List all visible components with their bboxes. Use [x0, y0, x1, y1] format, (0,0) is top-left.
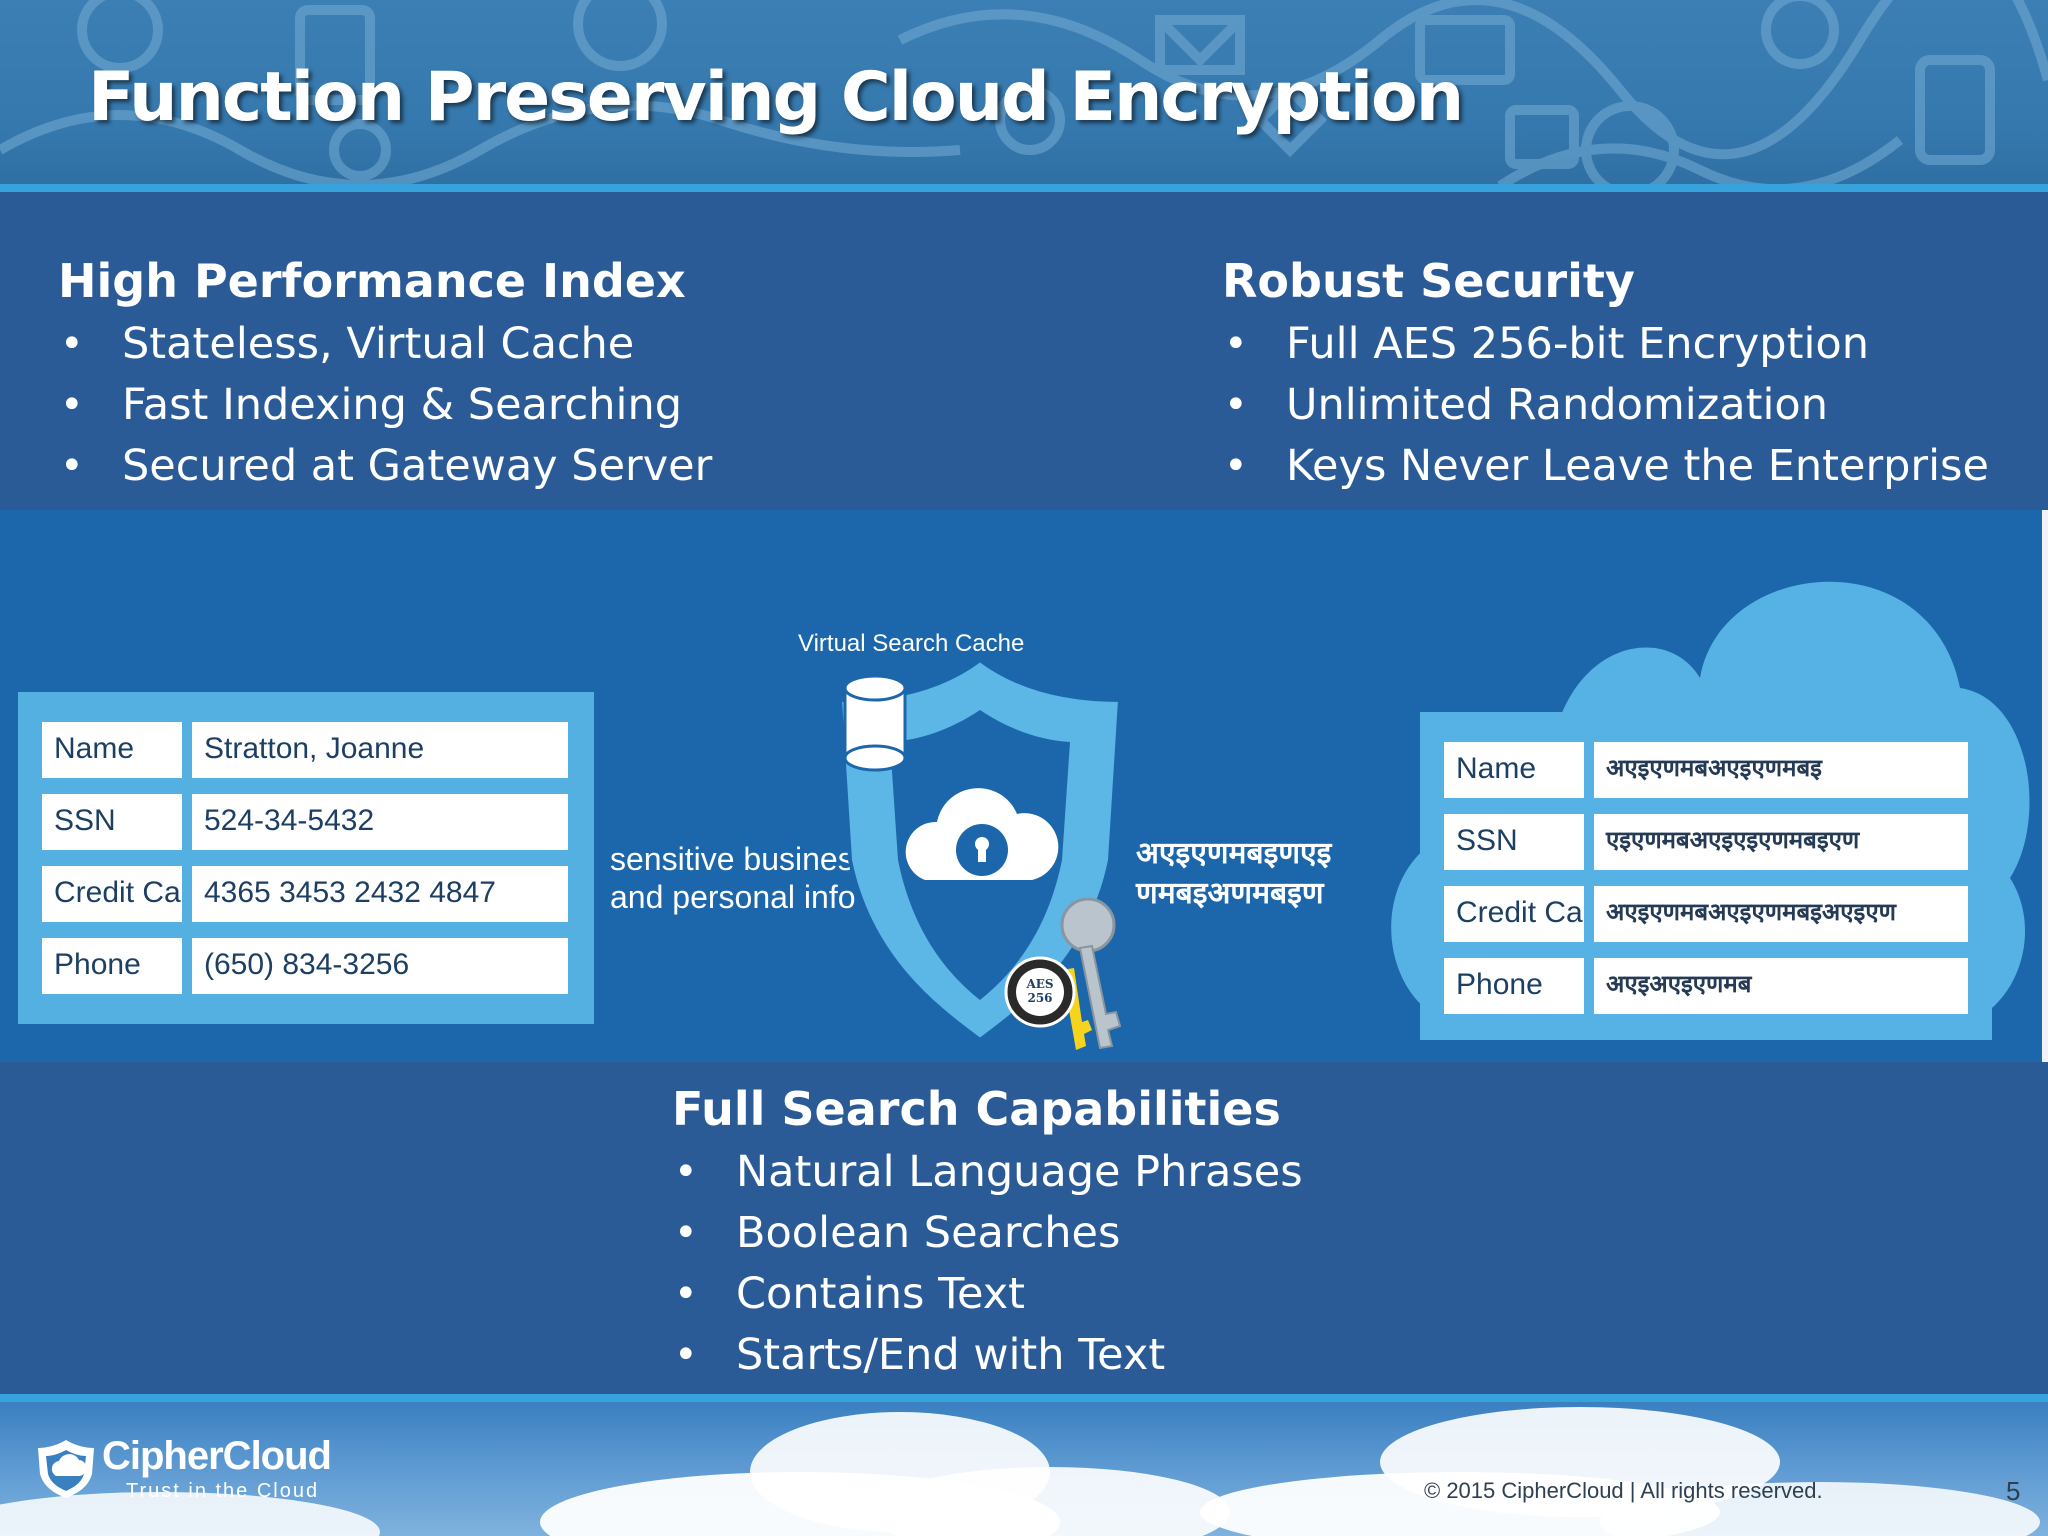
bullet-icon: •: [674, 1271, 698, 1317]
encrypted-value-name: अएइएणमबअएइएणमबइ: [1594, 742, 1968, 798]
list-item: •Fast Indexing & Searching: [58, 375, 712, 436]
sensitive-info-caption: sensitive business and personal info: [610, 841, 870, 915]
bullet-list: •Natural Language Phrases •Boolean Searc…: [672, 1142, 1303, 1386]
section-heading: Robust Security: [1222, 254, 1635, 308]
aes-seal-icon: AES 256: [1004, 956, 1076, 1028]
database-icon: [843, 674, 907, 772]
encrypted-label-phone: Phone: [1444, 958, 1584, 1014]
bullet-icon: •: [674, 1210, 698, 1256]
section-high-performance-index: High Performance Index •Stateless, Virtu…: [58, 252, 712, 497]
list-item: •Keys Never Leave the Enterprise: [1222, 436, 1989, 497]
encrypted-text-caption: अएइएणमबइणएइ णमबइअणमबइण: [1136, 837, 1332, 910]
footer-accent-strip: [0, 1394, 2048, 1402]
encrypted-label-name: Name: [1444, 742, 1584, 798]
record-label-credit-card: Credit Card: [42, 866, 182, 922]
record-value-name: Stratton, Joanne: [192, 722, 568, 778]
plaintext-record-card: Name Stratton, Joanne SSN 524-34-5432 Cr…: [18, 692, 594, 1024]
list-item: •Unlimited Randomization: [1222, 375, 1989, 436]
encrypted-label-ssn: SSN: [1444, 814, 1584, 870]
cloud-lock-icon: [905, 788, 1059, 880]
record-value-phone: (650) 834-3256: [192, 938, 568, 994]
record-label-phone: Phone: [42, 938, 182, 994]
section-full-search-capabilities: Full Search Capabilities •Natural Langua…: [672, 1080, 1303, 1386]
list-item: •Boolean Searches: [672, 1203, 1303, 1264]
bullet-list: •Full AES 256-bit Encryption •Unlimited …: [1222, 314, 1989, 497]
shield-graphic: AES 256: [837, 657, 1123, 1050]
clouds-background: [0, 1407, 2040, 1536]
section-heading: High Performance Index: [58, 254, 686, 308]
section-robust-security: Robust Security •Full AES 256-bit Encryp…: [1222, 252, 1989, 497]
list-item: •Stateless, Virtual Cache: [58, 314, 712, 375]
record-value-credit-card: 4365 3453 2432 4847: [192, 866, 568, 922]
slide-title: Function Preserving Cloud Encryption: [88, 58, 1464, 137]
list-item: •Contains Text: [672, 1264, 1303, 1325]
brand-logo-text: CipherCloud: [102, 1434, 332, 1478]
ciphercloud-shield-icon: [38, 1440, 94, 1498]
bullet-list: •Stateless, Virtual Cache •Fast Indexing…: [58, 314, 712, 497]
encrypted-label-credit-card: Credit Card: [1444, 886, 1584, 942]
list-item: •Secured at Gateway Server: [58, 436, 712, 497]
footer-sky: [0, 1402, 2048, 1536]
encrypted-value-phone: अएइअएइएणमब: [1594, 958, 1968, 1014]
bullet-icon: •: [1224, 321, 1248, 367]
encrypted-record-card: Name अएइएणमबअएइएणमबइ SSN एइएणमबअएइएइएणमब…: [1420, 712, 1992, 1040]
icon-pattern-background: [0, 0, 2048, 186]
list-item: •Natural Language Phrases: [672, 1142, 1303, 1203]
bullet-icon: •: [60, 443, 84, 489]
bullet-icon: •: [674, 1332, 698, 1378]
svg-text:AES: AES: [1025, 977, 1053, 991]
list-item: •Starts/End with Text: [672, 1325, 1303, 1386]
bullet-icon: •: [1224, 382, 1248, 428]
encrypted-value-credit-card: अएइएणमबअएइएणमबइअएइएण: [1594, 886, 1968, 942]
list-item: •Full AES 256-bit Encryption: [1222, 314, 1989, 375]
bullet-icon: •: [60, 321, 84, 367]
bullet-icon: •: [1224, 443, 1248, 489]
encrypted-value-ssn: एइएणमबअएइएइएणमबइएण: [1594, 814, 1968, 870]
bullet-icon: •: [674, 1149, 698, 1195]
record-value-ssn: 524-34-5432: [192, 794, 568, 850]
header-accent-strip: [0, 184, 2048, 192]
record-label-ssn: SSN: [42, 794, 182, 850]
page-number: 5: [2006, 1476, 2021, 1506]
virtual-search-cache-label: Virtual Search Cache: [798, 630, 1025, 657]
bullet-icon: •: [60, 382, 84, 428]
brand-tagline: Trust in the Cloud: [126, 1480, 320, 1502]
svg-text:256: 256: [1027, 991, 1052, 1005]
record-label-name: Name: [42, 722, 182, 778]
diagram-edge-line: [2042, 510, 2048, 1062]
header-banner: Function Preserving Cloud Encryption: [0, 0, 2048, 186]
copyright-notice: © 2015 CipherCloud | All rights reserved…: [1424, 1478, 1823, 1503]
section-heading: Full Search Capabilities: [672, 1082, 1281, 1136]
